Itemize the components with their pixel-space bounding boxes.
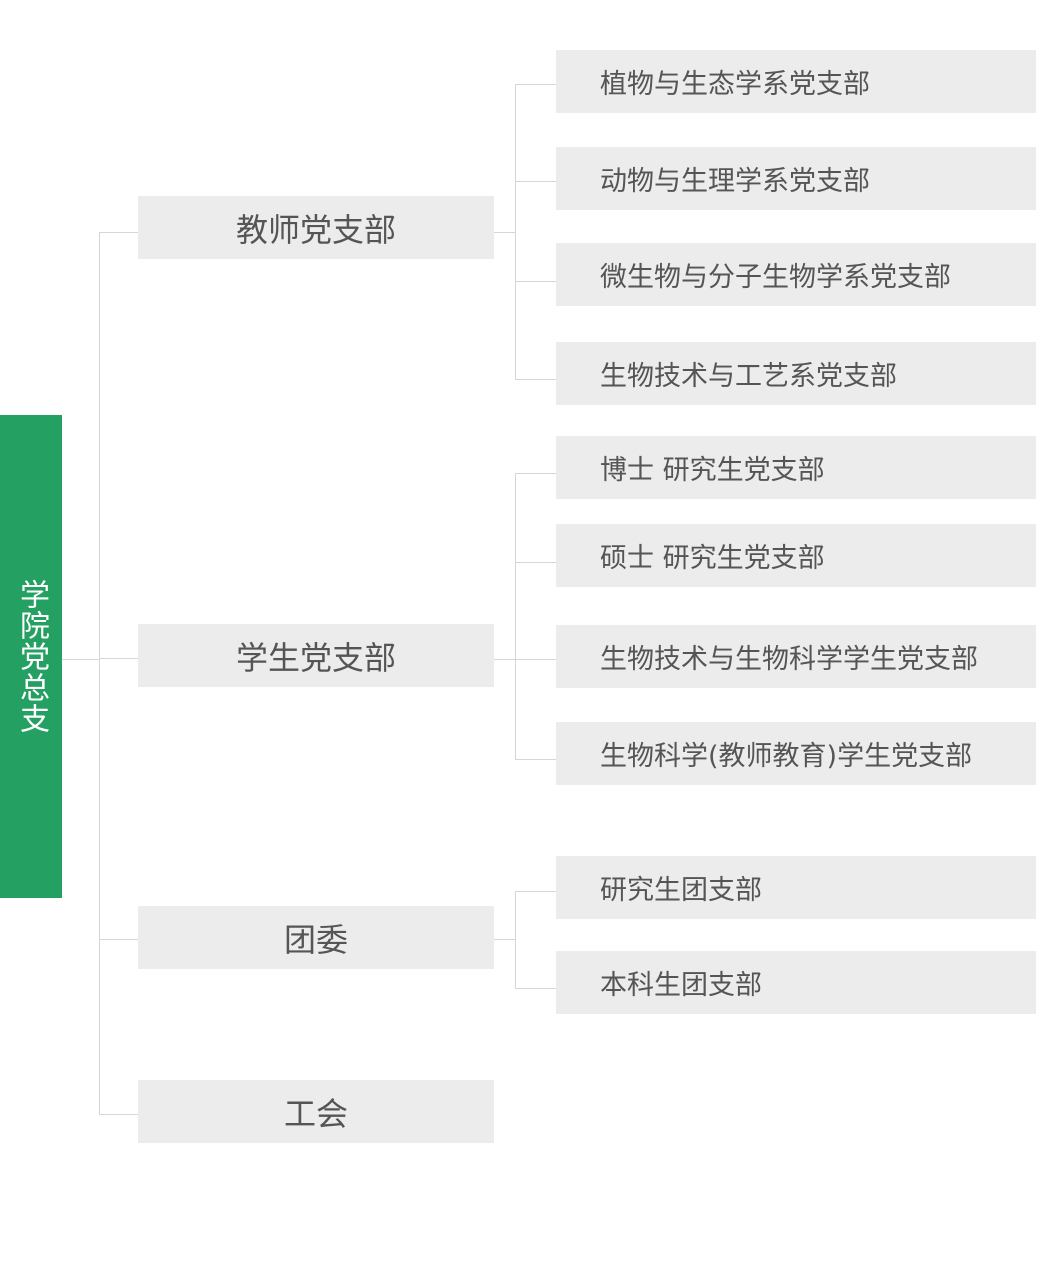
connector-line <box>494 232 516 233</box>
leaf-label: 动物与生理学系党支部 <box>600 166 870 197</box>
connector-line <box>515 988 556 989</box>
root-label: 学院党总支 <box>14 579 49 734</box>
connector-line <box>494 659 516 660</box>
connector-line <box>515 379 556 380</box>
leaf-node: 生物技术与生物科学学生党支部 <box>556 625 1036 688</box>
leaf-node: 研究生团支部 <box>556 856 1036 919</box>
leaf-label: 研究生团支部 <box>600 875 762 906</box>
connector-line <box>515 891 556 892</box>
branch-node-teachers: 教师党支部 <box>138 196 494 259</box>
leaf-label: 生物技术与工艺系党支部 <box>600 361 897 392</box>
leaf-node: 硕士 研究生党支部 <box>556 524 1036 587</box>
connector-line <box>515 181 556 182</box>
branch-label: 学生党支部 <box>235 638 396 677</box>
connector-line <box>99 1114 138 1115</box>
leaf-node: 生物技术与工艺系党支部 <box>556 342 1036 405</box>
leaf-label: 微生物与分子生物学系党支部 <box>600 262 951 293</box>
leaf-label: 植物与生态学系党支部 <box>600 69 870 100</box>
leaf-label: 博士 研究生党支部 <box>600 455 825 486</box>
connector-line <box>515 281 556 282</box>
leaf-label: 本科生团支部 <box>600 970 762 1001</box>
root-node: 学院党总支 <box>0 415 62 898</box>
connector-line <box>515 891 516 989</box>
leaf-label: 生物技术与生物科学学生党支部 <box>600 644 978 675</box>
leaf-node: 本科生团支部 <box>556 951 1036 1014</box>
connector-line <box>99 232 138 233</box>
leaf-label: 硕士 研究生党支部 <box>600 543 825 574</box>
leaf-node: 微生物与分子生物学系党支部 <box>556 243 1036 306</box>
branch-label: 工会 <box>283 1094 348 1133</box>
connector-line <box>494 939 516 940</box>
branch-label: 教师党支部 <box>235 210 396 249</box>
connector-line <box>515 562 556 563</box>
branch-label: 团委 <box>283 920 348 959</box>
connector-line <box>515 759 556 760</box>
branch-node-union: 工会 <box>138 1080 494 1143</box>
connector-line <box>99 232 100 1115</box>
leaf-node: 植物与生态学系党支部 <box>556 50 1036 113</box>
leaf-label: 生物科学(教师教育)学生党支部 <box>600 741 973 772</box>
connector-line <box>99 658 138 659</box>
connector-line <box>515 84 516 380</box>
connector-line <box>515 473 516 760</box>
connector-line <box>515 473 556 474</box>
connector-line <box>515 84 556 85</box>
branch-node-students: 学生党支部 <box>138 624 494 687</box>
leaf-node: 动物与生理学系党支部 <box>556 147 1036 210</box>
leaf-node: 博士 研究生党支部 <box>556 436 1036 499</box>
leaf-node: 生物科学(教师教育)学生党支部 <box>556 722 1036 785</box>
connector-line <box>99 939 138 940</box>
connector-line <box>62 659 100 660</box>
connector-line <box>515 659 556 660</box>
branch-node-youth-league: 团委 <box>138 906 494 969</box>
